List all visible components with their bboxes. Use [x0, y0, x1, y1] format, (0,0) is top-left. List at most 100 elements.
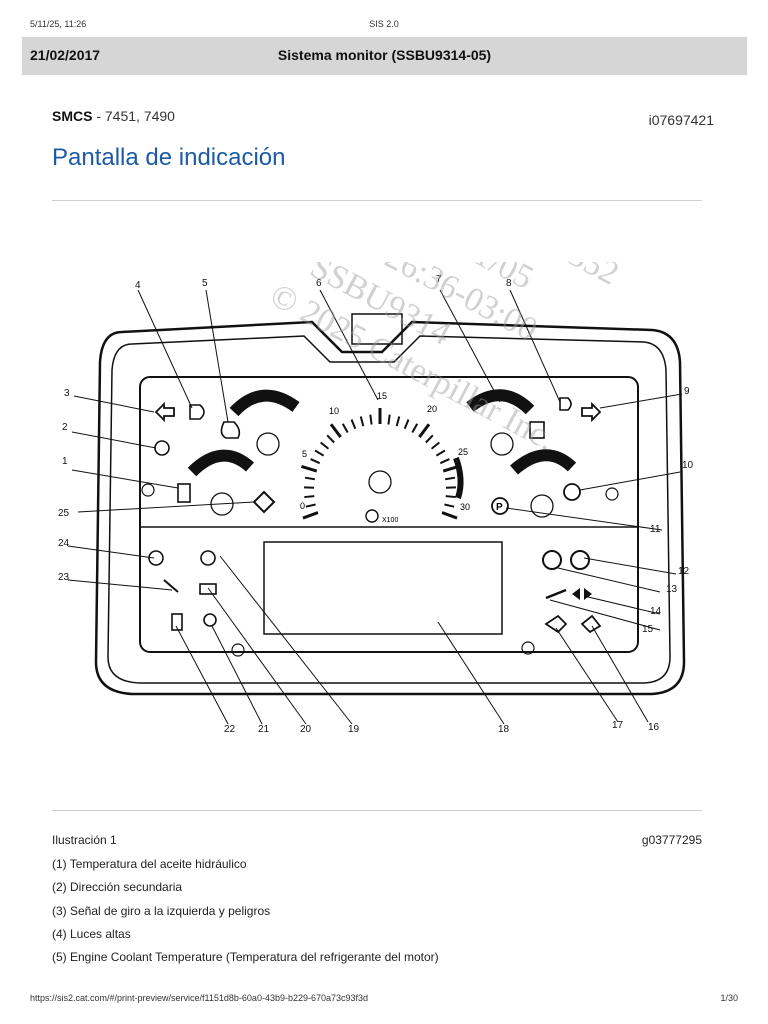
tach-tick: [329, 423, 342, 438]
callout-number: 8: [506, 278, 512, 289]
tach-tick: [369, 414, 373, 425]
tach-tick: [305, 503, 316, 508]
callout-number: 25: [58, 508, 70, 519]
callout-number: 12: [678, 566, 690, 577]
tach-tick: [441, 511, 458, 520]
callout-number: 6: [316, 278, 322, 289]
left-turn-signal-icon: [154, 401, 175, 423]
secondary-steering-icon: [154, 440, 170, 456]
tach-tick: [445, 495, 456, 499]
tach-tick: [320, 441, 330, 450]
bezel-outer: [94, 320, 686, 696]
document-title: Sistema monitor (SSBU9314-05): [277, 47, 492, 63]
tach-tick: [359, 416, 365, 427]
callout-number: 21: [258, 724, 270, 735]
callout-number: 5: [202, 278, 208, 289]
divider-bottom: [52, 810, 702, 811]
indicator-light: [256, 432, 280, 456]
tach-tick: [304, 476, 316, 481]
transmission-icon: [544, 614, 568, 634]
transmission-gauge-arc: [510, 449, 577, 475]
legend-item: (2) Dirección secundaria: [52, 880, 183, 895]
tach-tick-label: 5: [302, 449, 307, 459]
indicator-light: [490, 432, 514, 456]
tach-tick: [430, 441, 440, 450]
callout-number: 4: [135, 280, 141, 291]
fuel-level-icon: [529, 421, 545, 439]
tach-tick: [310, 458, 321, 465]
tach-tick-label: 10: [329, 406, 339, 416]
brake-warning-icon: [542, 550, 562, 570]
engine-info-icon: [148, 550, 164, 566]
callout-number: 14: [650, 606, 662, 617]
auto-lube-icon: [163, 579, 179, 593]
callout-number: 10: [682, 460, 694, 471]
tach-tick-label: 30: [460, 502, 470, 512]
right-turn-signal-icon: [581, 401, 602, 423]
print-app-name: SIS 2.0: [369, 19, 399, 29]
callout-number: 1: [62, 456, 68, 467]
display-illustration: 0 5 10 15 20 25 30 X100 P: [58, 262, 694, 735]
footer-page-number: 1/30: [720, 993, 738, 1003]
callout-number: 20: [300, 724, 312, 735]
tach-tick: [387, 414, 391, 425]
legend-list: (1) Temperatura del aceite hidráulico (2…: [52, 857, 439, 973]
tach-tick-label: 25: [458, 447, 468, 457]
tach-tick: [341, 423, 349, 433]
fluid-level-icon: [171, 613, 183, 631]
callout-number: 19: [348, 724, 360, 735]
print-datetime: 5/11/25, 11:26: [30, 19, 87, 29]
tach-tick: [411, 423, 419, 433]
callout-leaders: [67, 289, 683, 725]
fuel-gauge-arc: [466, 389, 535, 415]
illustration-caption: Ilustración 1: [52, 833, 117, 847]
parking-brake-icon: [491, 497, 509, 515]
headlight-icon: [559, 397, 572, 411]
top-tab: [351, 313, 403, 345]
coolant-temp-icon: [220, 421, 241, 439]
tach-tick: [435, 449, 446, 457]
callout-number: 11: [650, 524, 661, 535]
document-date: 21/02/2017: [30, 47, 101, 63]
document-id: i07697421: [648, 112, 714, 128]
ride-control-icon: [545, 588, 567, 600]
lcd-screen: [263, 541, 503, 635]
seat-belt-icon: [203, 613, 217, 627]
bezel-inner: [107, 335, 671, 684]
footer-url: https://sis2.cat.com/#/print-preview/ser…: [30, 993, 369, 1003]
illustration-code: g03777295: [641, 833, 702, 847]
tach-tick-label: 0: [300, 501, 305, 511]
parking-brake-letter: P: [496, 502, 503, 513]
tach-tick: [301, 465, 318, 473]
callout-number: 9: [684, 386, 690, 397]
callout-number: 17: [612, 720, 624, 731]
indicator-light: [141, 483, 155, 497]
document-header-bar: 21/02/2017 Sistema monitor (SSBU9314-05): [22, 37, 747, 75]
callout-number: 23: [58, 572, 70, 583]
tach-tick: [302, 511, 319, 520]
page-title: Pantalla de indicación: [52, 144, 286, 171]
air-filter-icon: [200, 550, 216, 566]
redline-band: [453, 456, 464, 499]
tach-tick: [439, 458, 450, 465]
legend-item: (1) Temperatura del aceite hidráulico: [52, 857, 247, 871]
legend-item: (3) Señal de giro a la izquierda y pelig…: [52, 903, 271, 918]
tach-tick-label: 15: [377, 391, 387, 401]
rpm-unit: X100: [382, 517, 398, 524]
tach-tick: [444, 476, 456, 481]
hydraulic-gauge-arc: [187, 449, 254, 477]
tach-tick: [403, 419, 410, 430]
hydraulic-oil-temp-icon: [177, 483, 191, 503]
callout-number: 18: [498, 724, 510, 735]
tach-tick: [326, 434, 335, 444]
smcs-codes: - 7451, 7490: [96, 108, 175, 124]
smcs-line: SMCS - 7451, 7490: [52, 108, 175, 124]
tach-tick: [304, 495, 315, 499]
callout-number: 22: [224, 724, 236, 735]
indicator-light: [231, 643, 245, 657]
battery-icon: [199, 583, 217, 595]
tach-tick: [350, 419, 357, 430]
legend-item: (5) Engine Coolant Temperature (Temperat…: [52, 950, 439, 965]
high-beam-icon: [189, 404, 205, 420]
callout-number: 15: [642, 624, 654, 635]
